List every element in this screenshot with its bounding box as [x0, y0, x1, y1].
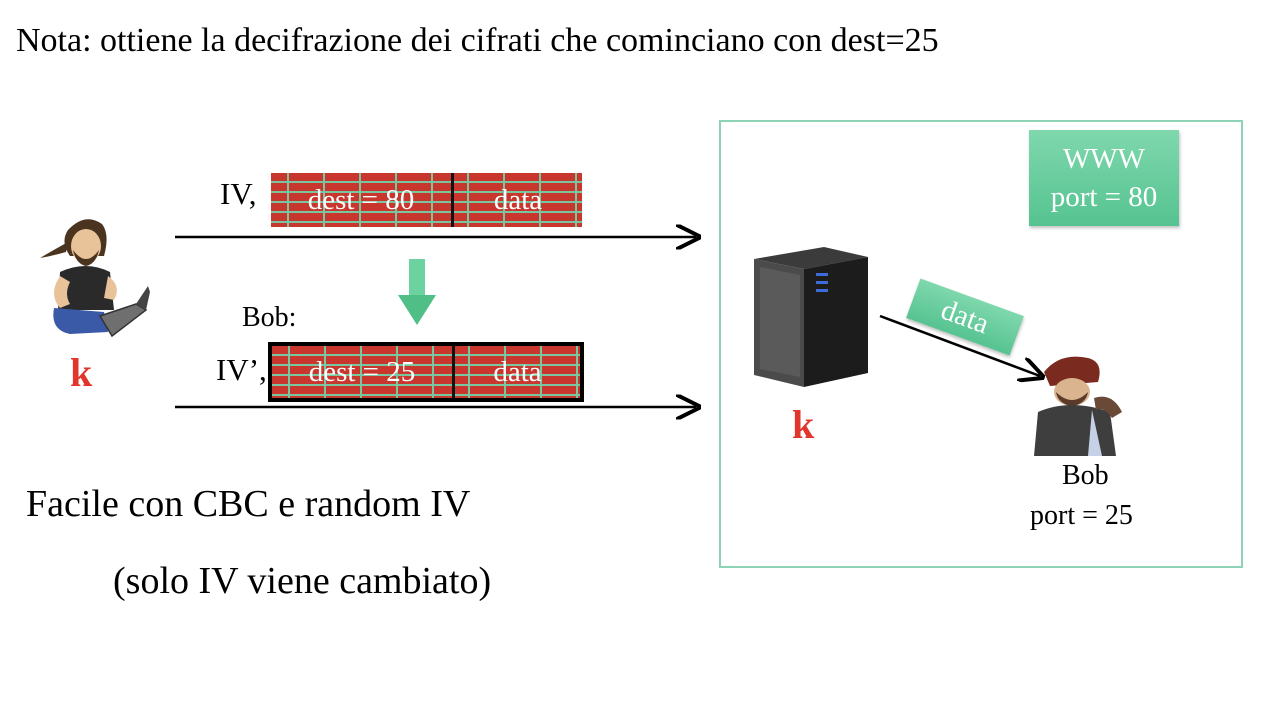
down-arrow-icon [398, 259, 436, 325]
www-label: WWW [1062, 143, 1146, 175]
slide-title: Nota: ottiene la decifrazione dei cifrat… [16, 22, 939, 59]
bob-packet-label: Bob: [242, 302, 297, 333]
note-line-1: Facile con CBC e random IV [26, 483, 471, 525]
field-divider [451, 173, 454, 227]
ciphertext-block-top: dest = 80 data [271, 173, 582, 227]
dest-field-top: dest = 80 [307, 183, 415, 216]
attacker-key-label: k [70, 350, 93, 395]
server-key-label: k [792, 402, 815, 447]
ciphertext-block-bottom: dest = 25 data [268, 342, 584, 402]
note-line-2: (solo IV viene cambiato) [113, 560, 492, 602]
data-field-top: data [493, 183, 543, 216]
iv-label: IV, [220, 176, 257, 211]
server-tower-icon [754, 247, 868, 387]
dest-field-bottom: dest = 25 [308, 355, 416, 388]
iv-prime-label: IV’, [216, 352, 267, 387]
www-port-box: WWW port = 80 [1029, 130, 1179, 226]
www-port-label: port = 80 [1050, 181, 1158, 213]
bob-name-label: Bob [1062, 460, 1109, 491]
attacker-hacker-icon [40, 219, 150, 338]
bob-port-label: port = 25 [1030, 500, 1133, 531]
field-divider [452, 346, 455, 398]
data-field-bottom: data [493, 355, 542, 388]
bob-person-icon [1034, 356, 1122, 456]
destination-host-frame [719, 120, 1243, 568]
